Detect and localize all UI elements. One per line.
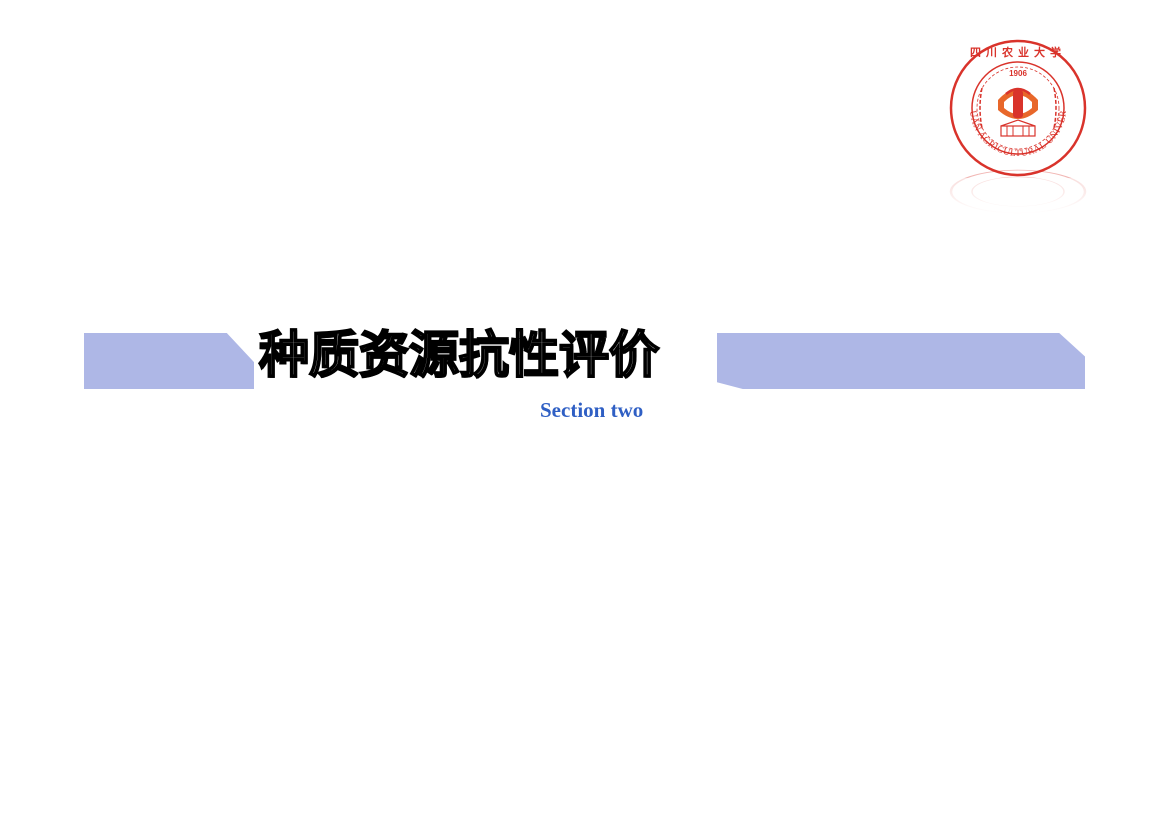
- slide-title: 种质资源抗性评价: [258, 325, 660, 385]
- seal-year: 1906: [1009, 69, 1027, 78]
- slide-subtitle: Section two: [540, 398, 644, 422]
- university-seal-icon: SICHUAN AGRICULTURAL UNIVERSITY 1906 四川农…: [946, 38, 1090, 214]
- title-band-left: [84, 333, 254, 389]
- title-band-right: [717, 333, 1085, 389]
- seal-chinese-name: 四川农业大学: [970, 45, 1066, 59]
- seal-main: SICHUAN AGRICULTURAL UNIVERSITY 1906 四川农…: [946, 38, 1087, 177]
